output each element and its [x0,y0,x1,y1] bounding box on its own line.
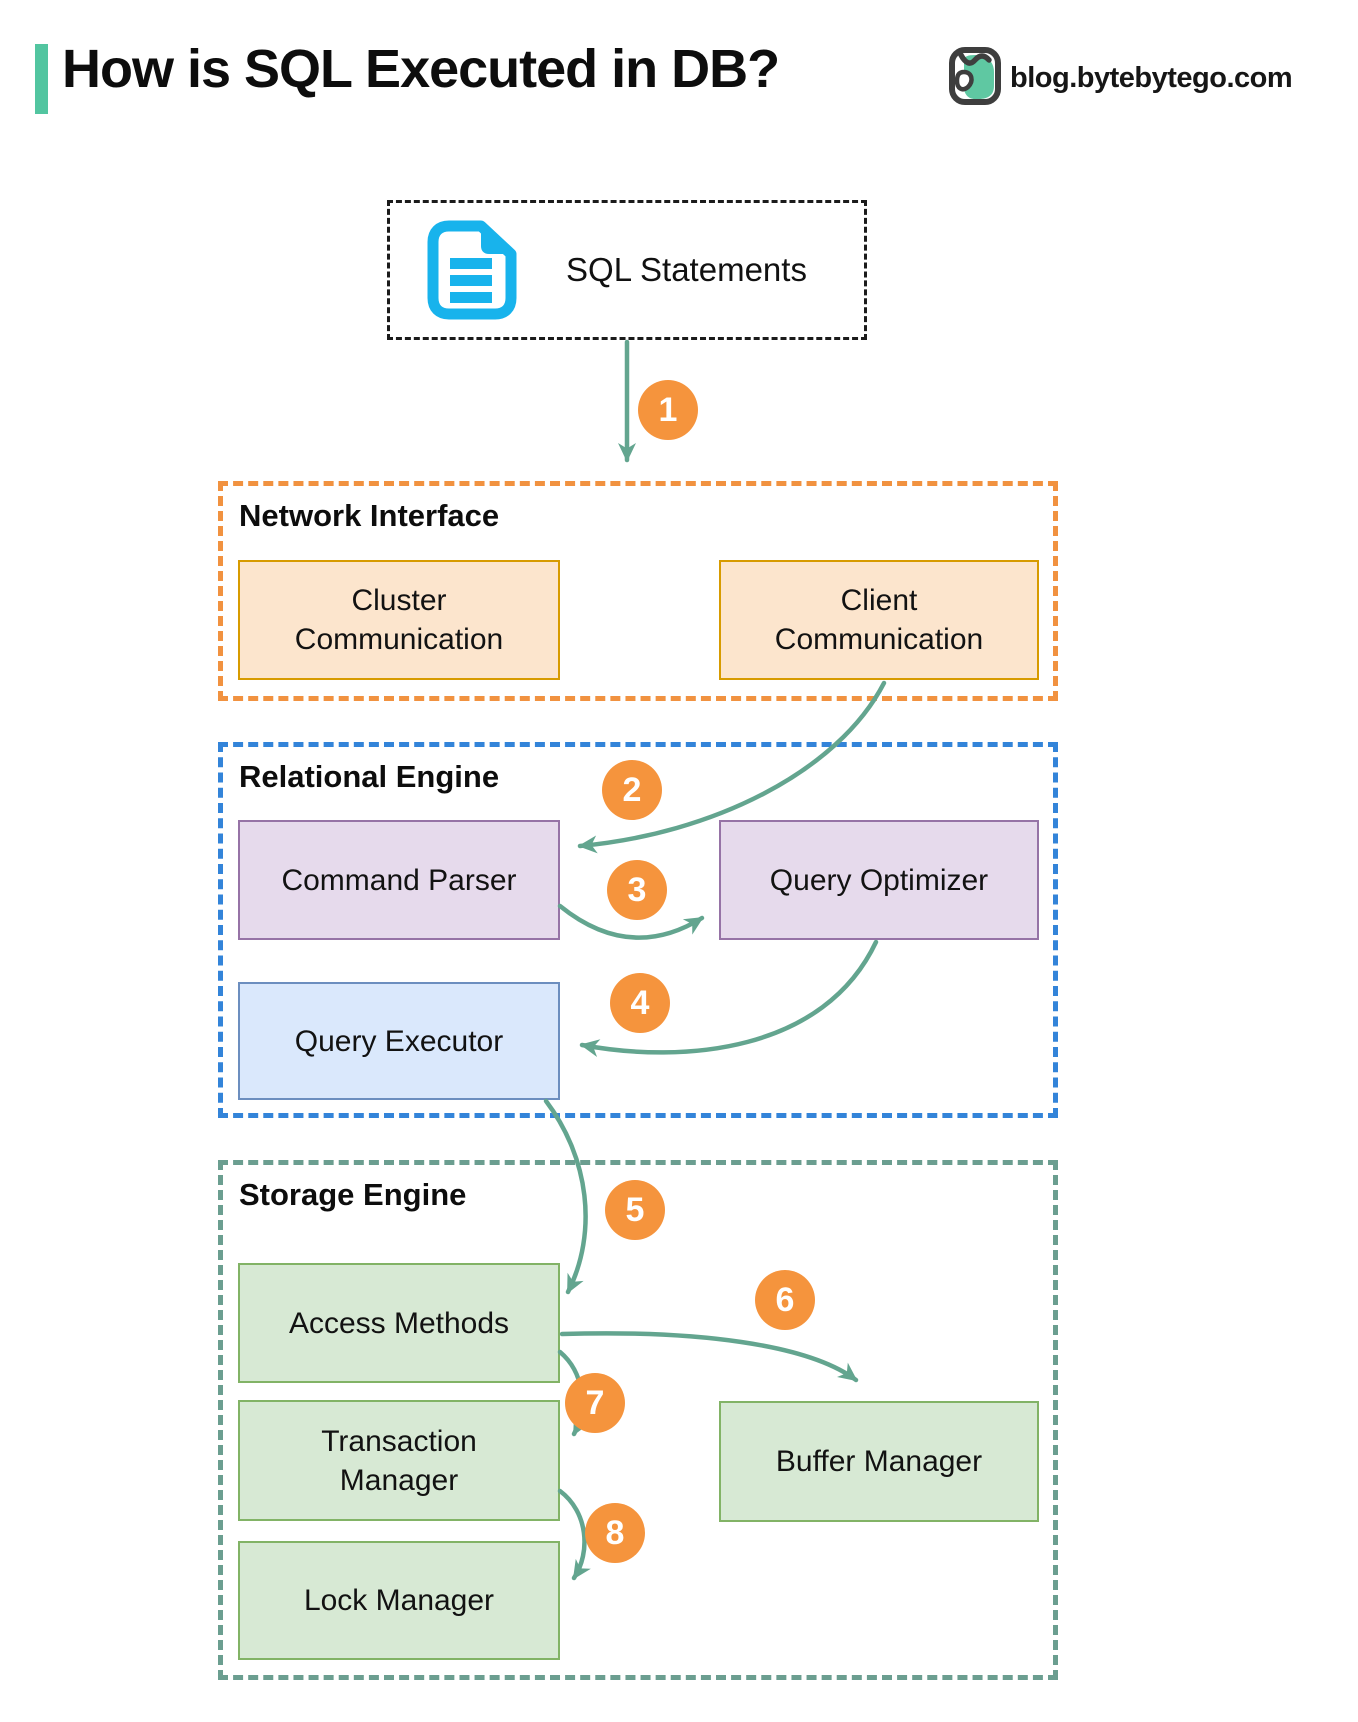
transaction-manager-box: Transaction Manager [238,1400,560,1521]
command-parser-box: Command Parser [238,820,560,940]
query-optimizer-box: Query Optimizer [719,820,1039,940]
step-badge-5: 5 [605,1180,665,1240]
access-methods-box: Access Methods [238,1263,560,1383]
step-badge-2: 2 [602,760,662,820]
relational-engine-title: Relational Engine [239,759,500,794]
query-executor-box: Query Executor [238,982,560,1100]
storage-engine-container: Storage Engine [218,1160,1058,1680]
sql-statements-label: SQL Statements [566,251,807,288]
storage-engine-title: Storage Engine [239,1177,467,1212]
step-badge-1: 1 [638,380,698,440]
bytebytego-owl-logo-icon [948,46,1002,111]
step-badge-3: 3 [607,860,667,920]
lock-manager-box: Lock Manager [238,1541,560,1660]
step-badge-7: 7 [565,1373,625,1433]
brand: blog.bytebytego.com [948,46,1293,111]
step-badge-4: 4 [610,973,670,1033]
title-accent-bar [35,44,48,114]
page-title: How is SQL Executed in DB? [62,39,780,99]
buffer-manager-box: Buffer Manager [719,1401,1039,1522]
sql-document-icon [423,220,523,320]
step-badge-8: 8 [585,1503,645,1563]
sql-statements-box: SQL Statements [387,200,867,340]
cluster-communication-box: Cluster Communication [238,560,560,680]
step-badge-6: 6 [755,1270,815,1330]
network-interface-title: Network Interface [239,498,500,533]
brand-url: blog.bytebytego.com [1010,62,1293,94]
client-communication-box: Client Communication [719,560,1039,680]
